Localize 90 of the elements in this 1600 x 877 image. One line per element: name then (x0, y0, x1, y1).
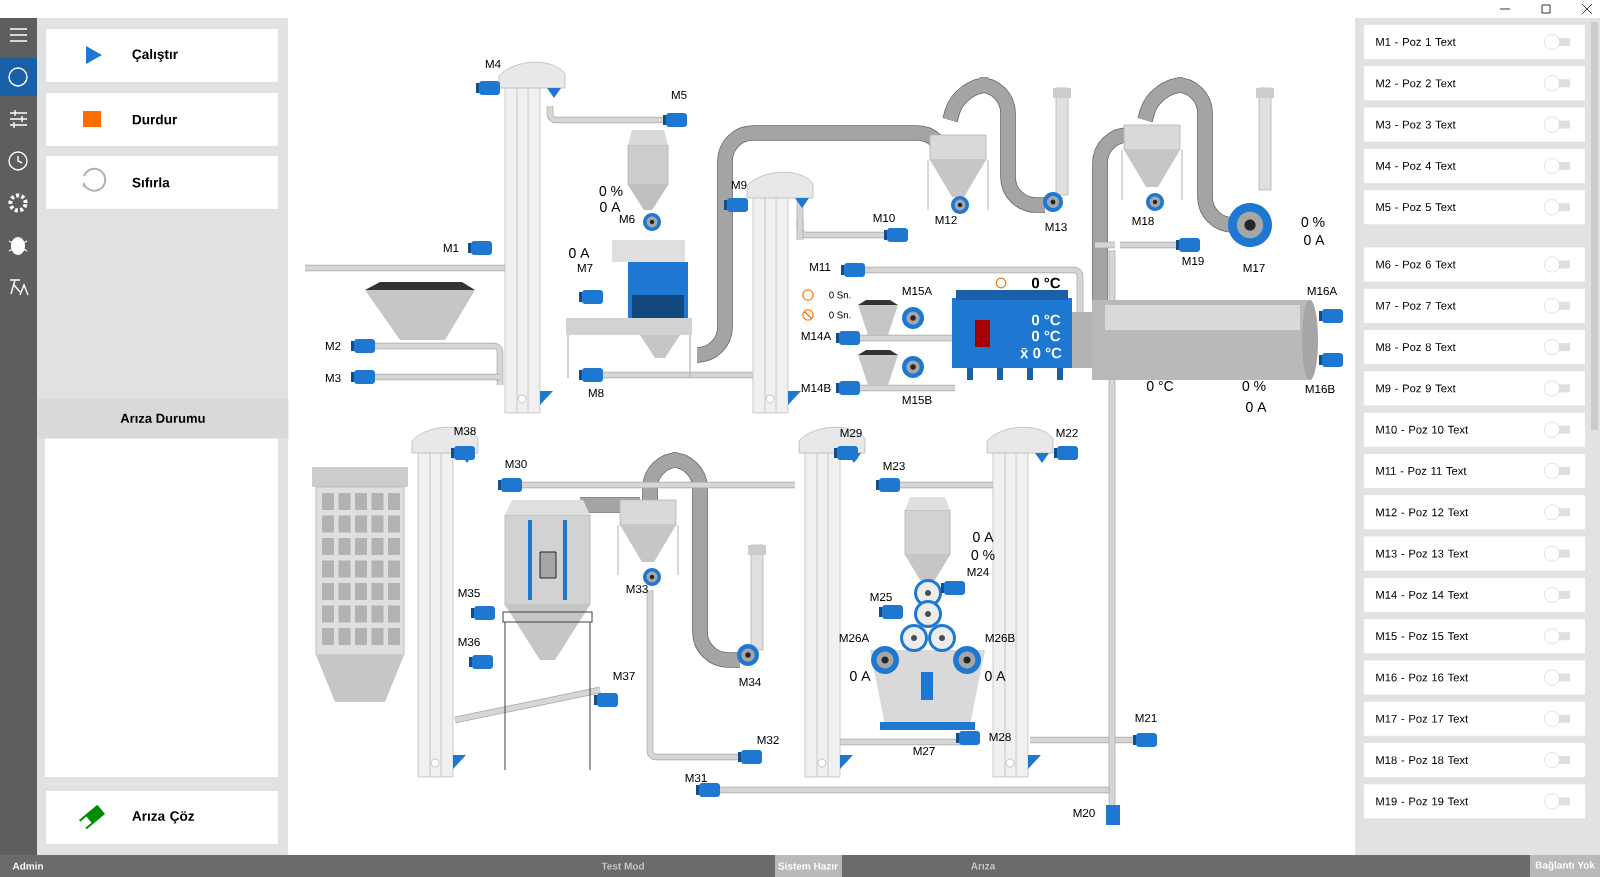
motor-label: M37 (613, 671, 635, 681)
reading-label: 0 A (1304, 235, 1325, 245)
motor-label: M16A (1307, 286, 1338, 296)
motor-label: M31 (685, 773, 707, 783)
motor-label: M16B (1305, 384, 1335, 394)
motor-label: M2 (325, 341, 341, 351)
motor-label: M29 (840, 428, 862, 438)
status-label: Admin (12, 862, 43, 870)
motor-label: M17 (1243, 264, 1265, 272)
motor-label: M12 (935, 215, 957, 225)
timer-label: 0 Sn. (829, 291, 851, 299)
toggle-card: M14 - Poz 14 Text (1363, 577, 1586, 613)
toggle-card: M19 - Poz 19 Text (1363, 783, 1586, 820)
reading-label: 0 % (1242, 381, 1266, 391)
status-label: Sistem Hazır (778, 862, 838, 870)
motor-label: M21 (1135, 713, 1157, 723)
motor-label: M5 (671, 90, 687, 100)
reading-label: 0 A (973, 532, 994, 542)
toggle-card: M1 - Poz 1 Text (1363, 24, 1586, 60)
reading-label: 0 % (599, 186, 623, 196)
motor-label: M11 (810, 263, 831, 271)
reading-label: 0 °C (1031, 314, 1061, 326)
motor-label: M32 (757, 735, 779, 745)
motor-label: M26A (839, 633, 870, 643)
fault-panel: Arıza Durumu (37, 398, 289, 777)
motor-label: M15B (902, 395, 932, 405)
motor-label: M26B (985, 633, 1015, 643)
status-label: Arıza (971, 862, 996, 870)
reading-label: 0 A (569, 248, 590, 258)
toggle-card: M12 - Poz 12 Text (1363, 494, 1586, 531)
motor-label: M28 (989, 732, 1011, 742)
motor-label: M36 (458, 637, 480, 647)
motor-label: M20 (1073, 808, 1095, 818)
toggle-card: M17 - Poz 17 Text (1363, 700, 1586, 737)
reading-label: 0 % (971, 550, 995, 560)
toggle-card: M15 - Poz 15 Text (1363, 618, 1586, 655)
toggle-card: M18 - Poz 18 Text (1363, 742, 1586, 778)
toggle-card: M3 - Poz 3 Text (1363, 106, 1586, 143)
motor-label: M6 (619, 214, 635, 224)
motor-label: M27 (913, 746, 935, 756)
toggle-card: M11 - Poz 11 Text (1363, 453, 1586, 489)
motor-label: M33 (626, 584, 648, 594)
toggle-card: M8 - Poz 8 Text (1363, 329, 1586, 365)
toggle-card: M6 - Poz 6 Text (1363, 246, 1586, 283)
motor-label: M9 (731, 180, 747, 190)
reading-label: 0 A (600, 202, 621, 212)
toggle-card: M10 - Poz 10 Text (1363, 411, 1586, 448)
toggle-card: M16 - Poz 16 Text (1363, 659, 1586, 696)
motor-label: M22 (1056, 428, 1078, 438)
toggle-card: M9 - Poz 9 Text (1363, 370, 1586, 407)
node-label: Arıza Durumu (120, 413, 205, 423)
motor-label: M23 (883, 461, 905, 471)
motor-label: M8 (588, 388, 604, 398)
button: Durdur (45, 92, 279, 147)
toggle-card: M5 - Poz 5 Text (1363, 189, 1586, 226)
toggle-card: M7 - Poz 7 Text (1363, 287, 1586, 324)
motor-label: M35 (458, 588, 480, 598)
motor-label: M15A (902, 286, 933, 296)
toggle-card: M4 - Poz 4 Text (1363, 148, 1586, 184)
button: Çalıştır (45, 28, 279, 83)
motor-label: M24 (967, 567, 989, 577)
motor-label: M34 (739, 677, 761, 687)
motor-label: M13 (1045, 222, 1067, 232)
reading-label: x̄ 0 °C (1020, 347, 1062, 359)
reading-label: 0 % (1301, 217, 1325, 227)
toggle-card: M13 - Poz 13 Text (1363, 535, 1586, 572)
status-label: Bağlantı Yok (1535, 861, 1595, 871)
reading-label: 0 A (1246, 402, 1267, 412)
reading-label: 0 °C (1031, 277, 1061, 289)
motor-label: M14A (801, 332, 832, 340)
button: Arıza Çöz (45, 790, 279, 845)
motor-label: M1 (443, 244, 459, 252)
status-label: Test Mod (601, 862, 644, 870)
reading-label: 0 °C (1031, 330, 1061, 342)
toggle-card: M2 - Poz 2 Text (1363, 65, 1586, 102)
button: Sıfırla (45, 155, 279, 210)
motor-label: M14B (801, 384, 831, 392)
motor-label: M10 (873, 213, 895, 223)
motor-label: M3 (325, 373, 341, 383)
motor-label: M19 (1182, 256, 1204, 266)
motor-label: M30 (505, 459, 527, 469)
reading-label: 0 A (985, 671, 1006, 681)
reading-label: 0 °C (1146, 381, 1174, 391)
motor-label: M25 (870, 592, 892, 602)
timer-label: 0 Sn. (829, 311, 851, 319)
motor-label: M18 (1132, 216, 1154, 226)
motor-label: M4 (485, 60, 501, 68)
motor-label: M7 (577, 264, 593, 272)
reading-label: 0 A (850, 671, 871, 681)
motor-label: M38 (454, 426, 476, 436)
